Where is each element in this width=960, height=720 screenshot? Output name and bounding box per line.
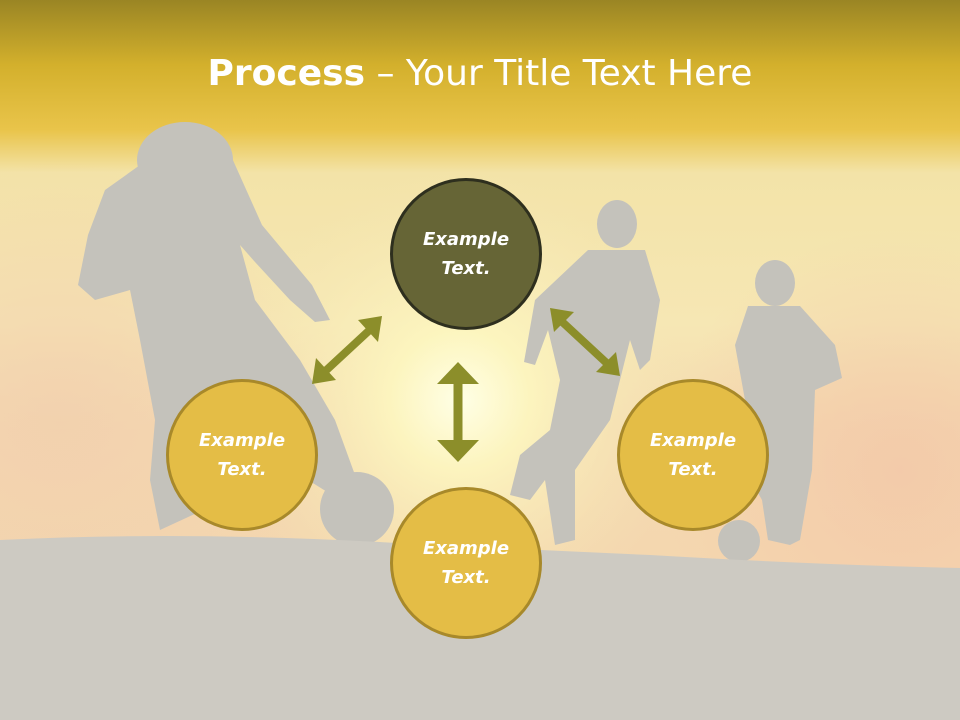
node-label-line1: Example <box>649 430 737 451</box>
process-node-right: Example Text. <box>617 379 769 531</box>
node-label-line1: Example <box>422 538 510 559</box>
node-label-line1: Example <box>198 430 286 451</box>
node-label-line2: Text. <box>441 258 491 279</box>
node-label-line2: Text. <box>217 459 267 480</box>
slide-title: Process – Your Title Text Here <box>0 50 960 98</box>
double-arrow-icon <box>550 308 620 376</box>
process-node-bottom: Example Text. <box>390 487 542 639</box>
double-arrow-icon <box>437 362 479 462</box>
node-label-line2: Text. <box>668 459 718 480</box>
process-node-left: Example Text. <box>166 379 318 531</box>
node-label-line1: Example <box>422 229 510 250</box>
node-label-line2: Text. <box>441 567 491 588</box>
process-node-top: Example Text. <box>390 178 542 330</box>
double-arrow-icon <box>312 316 382 384</box>
title-bold: Process <box>207 53 366 94</box>
title-rest: – Your Title Text Here <box>365 53 753 94</box>
